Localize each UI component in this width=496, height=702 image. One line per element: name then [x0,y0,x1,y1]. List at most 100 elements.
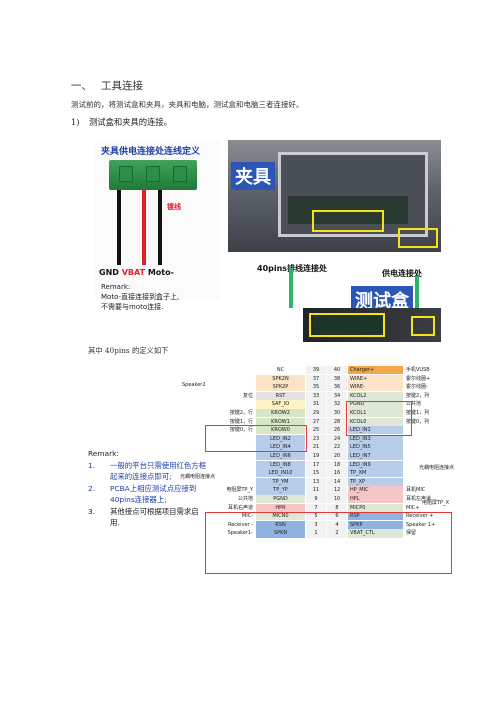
pin-right-number: 16 [327,469,347,478]
wire-label-vbat: VBAT [121,268,146,277]
wire-label-gnd: GND [99,268,119,277]
pin-left-note: Receiver - [227,521,253,528]
box-pins-highlight [309,313,385,337]
intro-paragraph: 测试前的，将测试盒和夹具，夹具和电脑，测试盒和电脑三者连接好。 [71,100,304,109]
pin-left-number: 33 [306,391,326,400]
pin-remark-title: Remark: [88,449,119,458]
pin-left-name: MICN0 [256,512,305,521]
wire-remark-line: Moto-直接连接到盒子上, [101,293,180,301]
pin-left-note [205,461,255,469]
pin-left-note: 按键2，行 [229,410,253,416]
wire-remark: Remark: Moto-直接连接到盒子上, 不需要与moto连接. [101,282,179,312]
pin-right-number: 34 [327,391,347,400]
pin-left-note: 复位 [242,392,253,399]
wire-label-moto: Moto- [147,268,174,277]
pin-left-name: LED_IN4 [256,443,305,452]
test-box-photo [303,308,441,342]
pin-definition-title: 其中 40pins 的定义如下 [88,346,169,355]
pin-right-note: 霍尔线圈+ [406,375,431,382]
pin-left-note: 公共地 [237,496,253,502]
pin-right-number: 38 [327,374,347,383]
pin-right-name: MICP0 [348,503,403,512]
pin-left-name: HPR [256,503,305,512]
pin-remark-item: 2.PCBA上相应测试点应接到40pins连接器上; [88,483,208,505]
pin-right-number: 4 [327,520,347,529]
pin-right-note: 按键1，列 [406,410,430,416]
pin-right-name: HPL [348,495,403,504]
pin-left-name: KROW1 [256,417,305,426]
pin-right-name: TP_XM [348,469,403,478]
pin-right-note: 按键0，列 [406,418,430,425]
wire-vbat [142,190,146,265]
pin-right-number: 8 [327,503,347,512]
pin-right-number: 6 [327,512,347,521]
red-box-audio [205,512,452,574]
group-label-led-left: 光耦电阻连接点 [180,474,216,480]
connector-pin [146,166,160,182]
pin-right-number: 40 [327,366,347,375]
power-connector-label: 供电连接处 [382,269,422,278]
pin-left-name: LED_IN2 [256,434,305,443]
pin-right-name: WIRE+ [348,374,403,383]
pin-right-number: 24 [327,434,347,443]
wire-labels: GND VBAT Moto- [99,268,174,277]
pin-remark: Remark: 1.一般的平台只需使用红色方框起来的连接点即可; 2.PCBA上… [88,448,208,528]
connector-pin [173,166,187,182]
pin-right-number: 22 [327,443,347,452]
pin-left-note [205,383,255,391]
connection-figure: 夹具供电连接处连线定义 镀线 GND VBAT Moto- Remark: Mo… [95,140,441,342]
pin-left-name: PGND [256,495,305,504]
pin-right-name: LED_IN5 [348,443,403,452]
pin-right-note: MIC+ [406,504,420,511]
pin-right-number: 28 [327,417,347,426]
pin-remark-number: 3. [88,507,96,516]
pin-remark-number: 2. [88,484,96,493]
pin-remark-item: 3.其他接点可根据项目需求启用. [88,506,208,528]
section-number: 一、 [71,80,92,92]
pin-left-name: LED_IN6 [256,452,305,461]
pin-left-name: NC [256,366,305,375]
section-title: 工具连接 [101,80,143,92]
pin-left-number: 25 [306,426,326,435]
pin-left-number: 35 [306,383,326,392]
pin-left-note [205,375,255,383]
red-box-keys-left [205,425,307,452]
pin-left-note [205,400,255,408]
group-label-speaker2: Speaker2 [182,382,206,388]
green-connector [109,160,197,190]
pin-left-number: 13 [306,477,326,486]
pins-highlight-box [312,210,384,232]
pin-left-name: TP_YM [256,477,305,486]
pin-right-number: 18 [327,460,347,469]
pin-left-name: SPK2N [256,374,305,383]
pin-left-note: MIC- [241,513,253,520]
pin-remark-item: 1.一般的平台只需使用红色方框起来的连接点即可; [88,460,208,482]
pin-left-number: 3 [306,520,326,529]
pin-left-name: RST [256,391,305,400]
pin-right-name: KCOL0 [348,417,403,426]
pin-left-name: LED_IN8 [256,460,305,469]
wire-remark-title: Remark: [101,283,131,291]
wire-label: 镀线 [167,203,181,211]
fixture-photo [228,140,441,252]
pin-left-name: SPK2P [256,383,305,392]
pin-right-name: SPKP [348,520,403,529]
pin-right-name: LED_IN9 [348,460,403,469]
pin-remark-number: 1. [88,461,96,470]
pin-left-note: 电阻屏TP_Y [226,487,253,494]
section-heading: 一、工具连接 [71,78,143,93]
pin-left-name: SAF_IO [256,400,305,409]
pin-right-name: RSP [348,512,403,521]
wire-gnd [117,190,121,265]
pin-left-name: KROW2 [256,409,305,418]
test-box-slot [313,316,383,334]
pin-left-number: 23 [306,434,326,443]
pin-right-name: LED_IN3 [348,434,403,443]
red-box-keys-right [346,401,412,436]
pin-left-number: 11 [306,486,326,495]
pin-right-name: TP_XP [348,477,403,486]
pin-left-number: 21 [306,443,326,452]
power-highlight-box [398,228,438,248]
connector-pin [119,166,133,182]
pin-right-name: Charger+ [348,366,403,375]
